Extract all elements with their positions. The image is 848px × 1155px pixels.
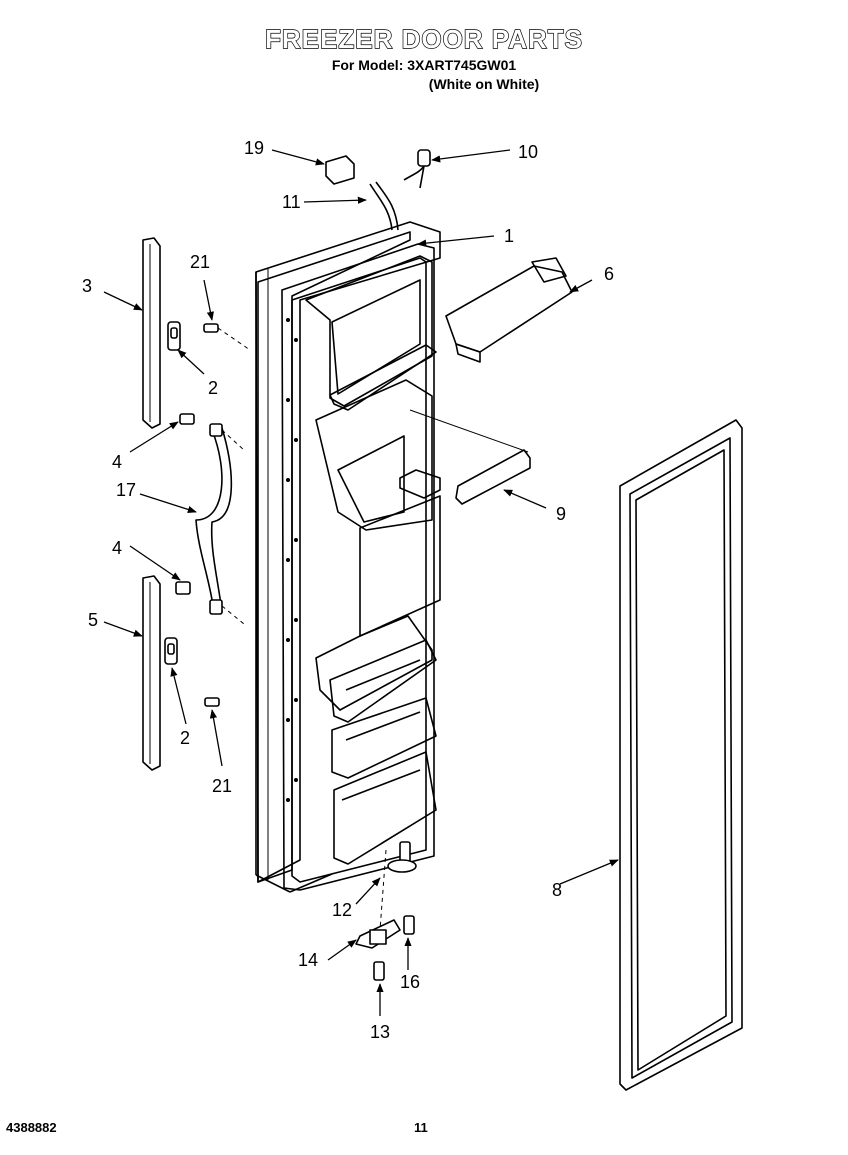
callout-19: 19	[244, 138, 264, 158]
callout-14: 14	[298, 950, 318, 970]
callout-2: 2	[180, 728, 190, 748]
callout-8: 8	[552, 880, 562, 900]
door-liner	[305, 255, 441, 865]
screw-21	[204, 697, 220, 707]
callout-13: 13	[370, 1022, 390, 1042]
door-handle	[195, 423, 245, 625]
wire-connector	[325, 155, 355, 185]
color-note: (White on White)	[428, 76, 540, 92]
door-panel	[255, 221, 441, 893]
handle-screw	[179, 413, 195, 425]
trim-clip	[167, 321, 181, 351]
door-gasket	[619, 419, 743, 1091]
hinge-pin	[379, 841, 417, 931]
upper-trim-strip	[142, 237, 161, 429]
callout-4: 4	[112, 452, 122, 472]
hinge-screw-13	[373, 961, 385, 981]
trim-clip	[164, 637, 178, 665]
fitting-10	[417, 149, 431, 189]
callout-17: 17	[116, 480, 136, 500]
callout-10: 10	[518, 142, 538, 162]
model-number: For Model: 3XART745GW01	[331, 57, 517, 73]
lower-trim-strip	[142, 575, 161, 771]
callout-12: 12	[332, 900, 352, 920]
hinge-bracket	[355, 919, 401, 949]
screw-21	[203, 323, 251, 351]
door-bin	[445, 257, 573, 363]
hinge-screw-16	[403, 915, 415, 935]
callout-6: 6	[604, 264, 614, 284]
page-number: 11	[414, 1120, 428, 1135]
callout-21: 21	[212, 776, 232, 796]
page-title: FREEZER DOOR PARTS	[264, 23, 583, 54]
door-screw-row	[286, 318, 298, 802]
wiring-harness	[369, 165, 425, 231]
callout-16: 16	[400, 972, 420, 992]
handle-screw	[175, 581, 191, 595]
callout-3: 3	[82, 276, 92, 296]
callout-1: 1	[504, 226, 514, 246]
callout-9: 9	[556, 504, 566, 524]
callout-5: 5	[88, 610, 98, 630]
callout-21: 21	[190, 252, 210, 272]
callout-11: 11	[282, 192, 301, 212]
document-number: 4388882	[6, 1120, 57, 1135]
callout-4: 4	[112, 538, 122, 558]
dispenser-rail	[409, 409, 531, 505]
callout-2: 2	[208, 378, 218, 398]
